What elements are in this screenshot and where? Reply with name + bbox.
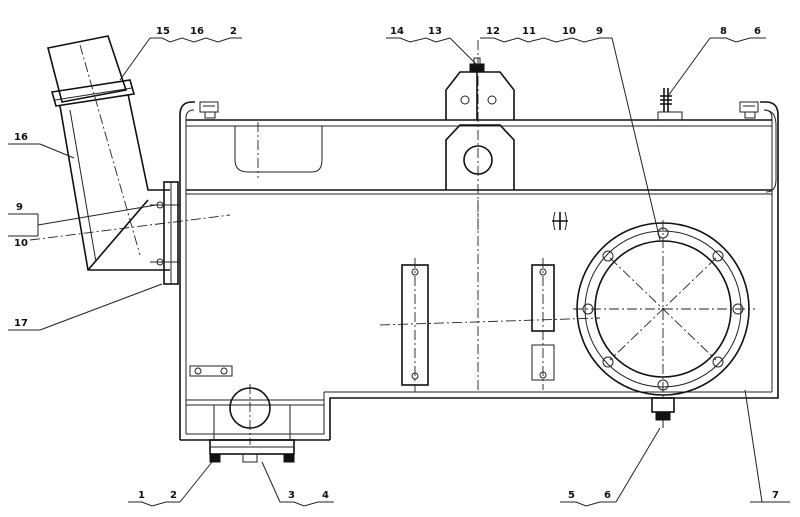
callout-15: 15 <box>156 26 170 37</box>
slot-plate-left <box>401 258 429 392</box>
inlet-pipe <box>29 35 231 271</box>
top-bolt-14 <box>469 57 485 120</box>
callout-8: 8 <box>720 26 727 37</box>
callout-5: 5 <box>568 490 575 501</box>
callout-16-top: 16 <box>190 26 204 37</box>
callout-17: 17 <box>14 318 28 329</box>
callout-6-bottom: 6 <box>604 490 611 501</box>
callout-14: 14 <box>390 26 404 37</box>
callout-16-left: 16 <box>14 132 28 143</box>
callout-2-top: 2 <box>230 26 237 37</box>
callout-12: 12 <box>486 26 500 37</box>
corner-bracket-left <box>199 101 219 119</box>
inspection-cover <box>573 220 755 398</box>
corner-bracket-right <box>739 101 759 119</box>
right-side-handle <box>763 109 777 193</box>
lifting-lug <box>445 40 515 230</box>
callout-11: 11 <box>522 26 536 37</box>
callout-labels: 15 16 2 14 13 12 11 10 9 8 6 16 9 10 17 … <box>14 26 779 501</box>
drain-plug <box>651 397 675 428</box>
inner-box <box>234 126 323 173</box>
callout-4: 4 <box>322 490 329 501</box>
leader-lines <box>8 37 790 507</box>
breather-cap <box>657 88 683 121</box>
tank-body <box>179 101 779 441</box>
callout-10-top: 10 <box>562 26 576 37</box>
suction-port <box>189 365 271 445</box>
base-foot <box>209 405 295 463</box>
callout-6-top: 6 <box>754 26 761 37</box>
callout-3: 3 <box>288 490 295 501</box>
callout-10-left: 10 <box>14 238 28 249</box>
slot-plate-right <box>531 258 555 390</box>
callout-1: 1 <box>138 490 145 501</box>
callout-9-left: 9 <box>16 202 23 213</box>
callout-13: 13 <box>428 26 442 37</box>
sight-mark <box>552 211 568 231</box>
callout-7: 7 <box>772 490 779 501</box>
callout-9-top: 9 <box>596 26 603 37</box>
callout-2-bottom: 2 <box>170 490 177 501</box>
side-flange <box>150 181 180 285</box>
